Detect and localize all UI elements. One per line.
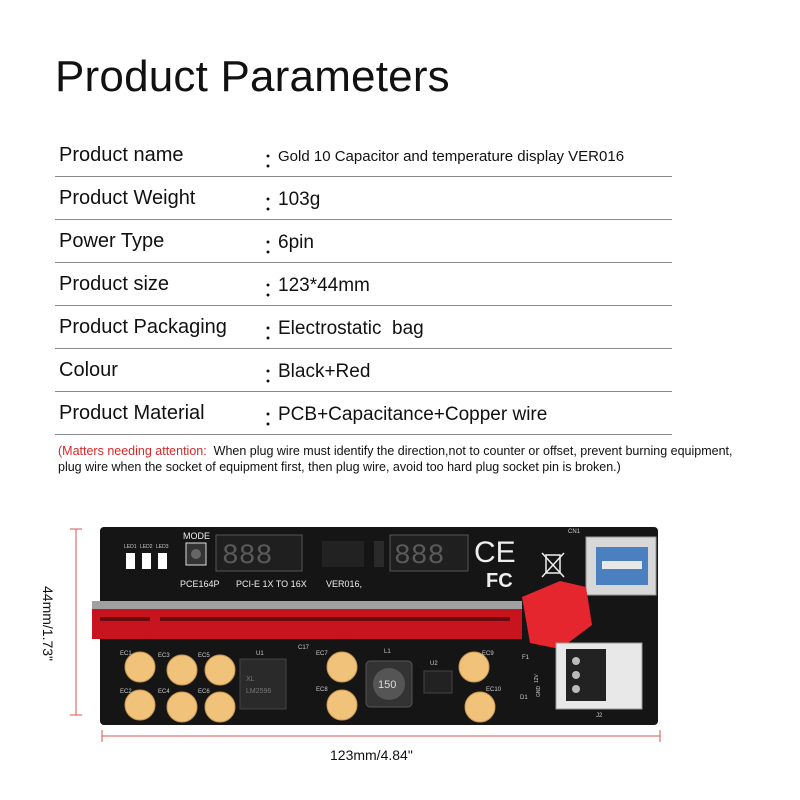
model-label: PCE164P: [180, 579, 220, 589]
slot-latch: [522, 581, 592, 649]
c17-label: C17: [298, 645, 310, 651]
page-title: Product Parameters: [55, 52, 450, 101]
capacitor-cluster: [124, 651, 496, 723]
u1-label: U1: [256, 651, 264, 657]
led-icon: [126, 553, 135, 569]
param-colon: ：: [263, 408, 283, 430]
width-dimension: 123mm/4.84": [330, 747, 413, 763]
note-highlight: Matters needing attention:: [62, 444, 207, 458]
note-open: (: [58, 444, 63, 458]
l1-label: L1: [384, 649, 391, 655]
u2-chip: [423, 670, 453, 694]
param-value: 103g: [278, 189, 321, 210]
led-icon: [142, 553, 151, 569]
param-label: Product Material: [59, 402, 205, 424]
chip-label: LM2596: [246, 688, 271, 695]
cap-label: EC9: [482, 651, 494, 657]
version-label: VER016,: [326, 579, 362, 589]
param-colon: ：: [263, 365, 283, 387]
weee-bin-icon: [541, 552, 565, 578]
param-value: Black+Red: [278, 361, 371, 382]
param-label: Product name: [59, 144, 184, 166]
svg-text:888: 888: [222, 541, 272, 572]
param-colon: ：: [263, 236, 283, 258]
param-row-colour: Colour ： Black+Red: [55, 349, 672, 392]
attention-note: (Matters needing attention: When plug wi…: [58, 443, 758, 475]
chip-brand: XL: [246, 676, 255, 683]
led-icon: [158, 553, 167, 569]
j2-label: J2: [596, 713, 603, 719]
u2-label: U2: [430, 661, 438, 667]
led-label: LED1: [124, 544, 137, 550]
param-row-material: Product Material ： PCB+Capacitance+Coppe…: [55, 392, 672, 435]
param-label: Colour: [59, 359, 118, 381]
regulator-chip: [239, 658, 287, 710]
seven-seg-display-icon: [389, 534, 469, 572]
cap-label: EC1: [120, 651, 132, 657]
parameter-table: Product name ： Gold 10 Capacitor and tem…: [55, 134, 672, 435]
param-row-packaging: Product Packaging ： Electrostatic bag: [55, 306, 672, 349]
cap-label: EC8: [316, 687, 328, 693]
param-value: 6pin: [278, 232, 314, 253]
param-colon: ：: [263, 193, 283, 215]
cn1-label: CN1: [568, 529, 581, 535]
param-value: 123*44mm: [278, 275, 370, 296]
pin-12v-label: 12V: [534, 673, 540, 683]
param-label: Product size: [59, 273, 170, 295]
riser-board-illustration: LED1 LED2 LED3 MODE 888 888 CE FC CN1 PC…: [70, 527, 661, 742]
led-label: LED2: [140, 544, 153, 550]
pcie-label: PCI-E 1X TO 16X: [236, 579, 307, 589]
pin-gnd-label: GND: [536, 686, 542, 698]
param-value: Gold 10 Capacitor and temperature displa…: [278, 148, 625, 165]
height-dimension: 44mm/1.73": [40, 586, 56, 662]
led-label: LED3: [156, 544, 169, 550]
cap-label: EC2: [120, 689, 132, 695]
note-text: When plug wire must identify the directi…: [58, 444, 736, 474]
cap-label: EC7: [316, 651, 328, 657]
cap-label: EC3: [158, 653, 170, 659]
seven-seg-display-icon: [215, 534, 303, 572]
param-label: Product Packaging: [59, 316, 227, 338]
param-colon: ：: [263, 150, 283, 172]
param-row-weight: Product Weight ： 103g: [55, 177, 672, 220]
param-row-size: Product size ： 123*44mm: [55, 263, 672, 306]
inductor-value: 150: [378, 679, 396, 691]
d1-label: D1: [520, 695, 528, 701]
param-label: Product Weight: [59, 187, 196, 209]
cap-label: EC4: [158, 689, 170, 695]
param-value: PCB+Capacitance+Copper wire: [278, 404, 548, 425]
cap-label: EC10: [486, 687, 502, 693]
param-colon: ：: [263, 322, 283, 344]
mode-label: MODE: [183, 531, 210, 541]
f1-label: F1: [522, 655, 530, 661]
param-row-name: Product name ： Gold 10 Capacitor and tem…: [55, 134, 672, 177]
cap-label: EC5: [198, 653, 210, 659]
svg-text:888: 888: [394, 541, 444, 572]
ce-mark: CE: [474, 536, 516, 569]
display-driver-chip: [322, 541, 364, 567]
param-colon: ：: [263, 279, 283, 301]
param-row-power: Power Type ： 6pin: [55, 220, 672, 263]
cap-label: EC6: [198, 689, 210, 695]
param-value: Electrostatic bag: [278, 318, 424, 339]
fc-mark: FC: [486, 570, 513, 592]
param-label: Power Type: [59, 230, 165, 252]
